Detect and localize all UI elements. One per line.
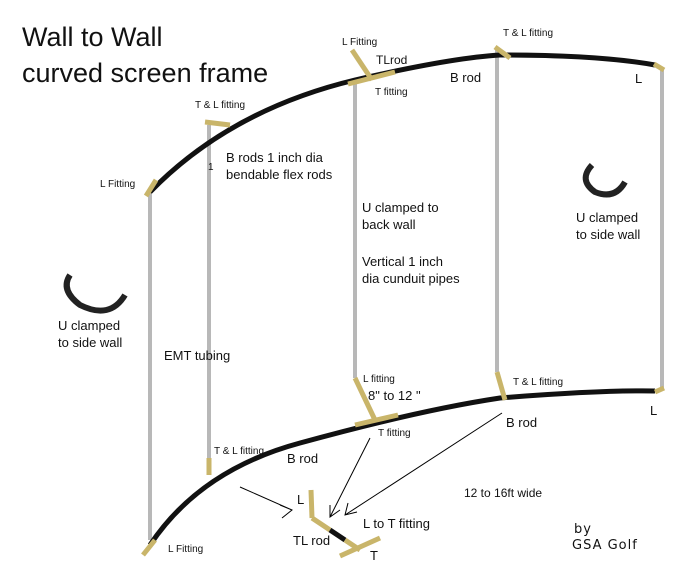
- label-tl-rod-top: TLrod: [376, 53, 407, 67]
- label-t-fitting-top: T fitting: [375, 87, 408, 98]
- label-l-top-right: L: [635, 71, 642, 86]
- label-author: GSA Golf: [572, 538, 638, 553]
- label-u-side-right-1: U clamped: [576, 210, 638, 225]
- fitting-top-left-l: [143, 178, 159, 198]
- label-b-rod-top: B rod: [450, 70, 481, 85]
- label-vertical-2: dia cunduit pipes: [362, 271, 460, 286]
- label-tl-fitting-mid-right: T & L fitting: [513, 377, 563, 388]
- fitting-br: [653, 385, 666, 395]
- detail-tl-rod: [328, 527, 347, 543]
- label-l-fitting-top: L Fitting: [342, 37, 377, 48]
- fitting-center-tl: [349, 48, 375, 82]
- arrow-left: [239, 486, 293, 519]
- fitting-b4: [494, 371, 508, 401]
- label-tl-fitting-bottom-left: T & L fitting: [214, 446, 264, 457]
- bottom-b-rod: [147, 388, 656, 547]
- top-b-rod: [148, 52, 656, 194]
- label-gap: 8" to 12 ": [368, 388, 421, 403]
- label-l-fitting-mid: L fitting: [363, 374, 395, 385]
- fittings: [141, 44, 666, 559]
- label-l-fitting-bottom: L Fitting: [168, 544, 203, 555]
- u-clamp-right-icon: [582, 162, 628, 198]
- label-detail-l: L: [297, 492, 304, 507]
- detail-tl-1: [310, 515, 332, 533]
- label-emt: EMT tubing: [164, 348, 230, 363]
- label-width: 12 to 16ft wide: [464, 486, 542, 500]
- title-line-1: Wall to Wall: [22, 22, 163, 52]
- label-b-rod-bottom-right: B rod: [506, 415, 537, 430]
- label-u-side-left-1: U clamped: [58, 318, 120, 333]
- detail-l-leg: [308, 489, 315, 519]
- label-detail-tl-rod: TL rod: [293, 533, 330, 548]
- fitting-top-tl: [204, 119, 231, 128]
- fitting-tr-tl: [493, 44, 512, 61]
- u-clamp-left-icon: [63, 273, 128, 314]
- label-u-back-2: back wall: [362, 217, 416, 232]
- fitting-bc-t: [354, 412, 399, 428]
- vertical-pipes: [148, 50, 664, 540]
- detail-tl-2: [343, 537, 362, 553]
- label-u-back-1: U clamped to: [362, 200, 439, 215]
- label-tl-fitting-left: T & L fitting: [195, 100, 245, 111]
- fitting-bl: [141, 538, 157, 557]
- title-line-2: curved screen frame: [22, 58, 268, 88]
- arrow-right: [344, 412, 503, 516]
- label-b-rods-desc-2: bendable flex rods: [226, 167, 333, 182]
- arrow-center: [329, 437, 371, 518]
- label-detail-t: T: [370, 548, 378, 563]
- fitting-tr-l: [652, 61, 666, 73]
- label-u-side-right-2: to side wall: [576, 227, 640, 242]
- arrows: [239, 412, 503, 519]
- label-post-marker: 1: [208, 162, 214, 173]
- label-tl-fitting-top-right: T & L fitting: [503, 28, 553, 39]
- label-l-bottom-right: L: [650, 403, 657, 418]
- label-u-side-left-2: to side wall: [58, 335, 122, 350]
- label-vertical-1: Vertical 1 inch: [362, 254, 443, 269]
- label-b-rod-bottom: B rod: [287, 451, 318, 466]
- label-t-fitting-bottom: T fitting: [378, 428, 411, 439]
- label-detail-l-to-t: L to T fitting: [363, 516, 430, 531]
- label-by: by: [574, 522, 592, 537]
- label-b-rods-desc-1: B rods 1 inch dia: [226, 150, 324, 165]
- fitting-bc: [352, 376, 378, 422]
- label-l-fitting-left: L Fitting: [100, 179, 135, 190]
- fitting-center-t: [347, 69, 396, 87]
